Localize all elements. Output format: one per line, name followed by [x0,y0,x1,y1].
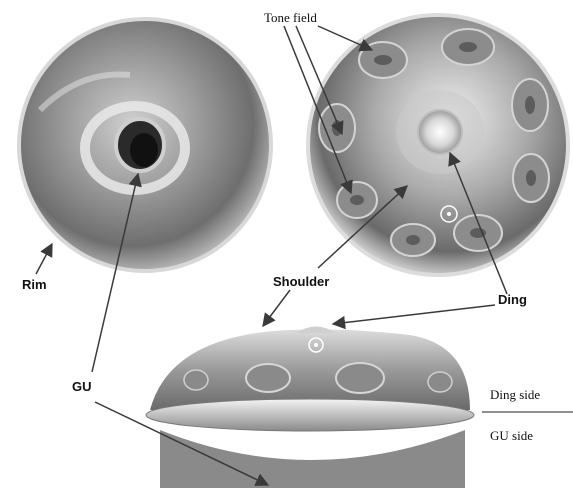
ding-dome [418,110,462,154]
side-tone-field-4 [428,372,452,392]
handpan-side-view [146,327,474,488]
side-ding [296,327,336,334]
side-tone-field-2 [336,363,384,393]
label-ding: Ding [498,292,527,307]
handpan-top-view [308,15,568,275]
label-ding-side: Ding side [490,387,540,402]
handpan-bottom-view [19,19,271,271]
label-shoulder: Shoulder [273,274,329,289]
label-tone-field: Tone field [264,10,317,25]
side-tone-field-1 [246,364,290,392]
label-gu-side: GU side [490,428,533,443]
side-tone-field-3 [184,370,208,390]
arrow-rim [36,244,52,274]
gu-hole-inner [130,133,158,167]
side-rim [146,399,474,431]
arrow-ding-side [333,305,495,324]
label-gu: GU [72,379,92,394]
side-lower-shell [160,430,465,488]
arrow-shoulder-side [263,290,290,326]
label-rim: Rim [22,277,47,292]
